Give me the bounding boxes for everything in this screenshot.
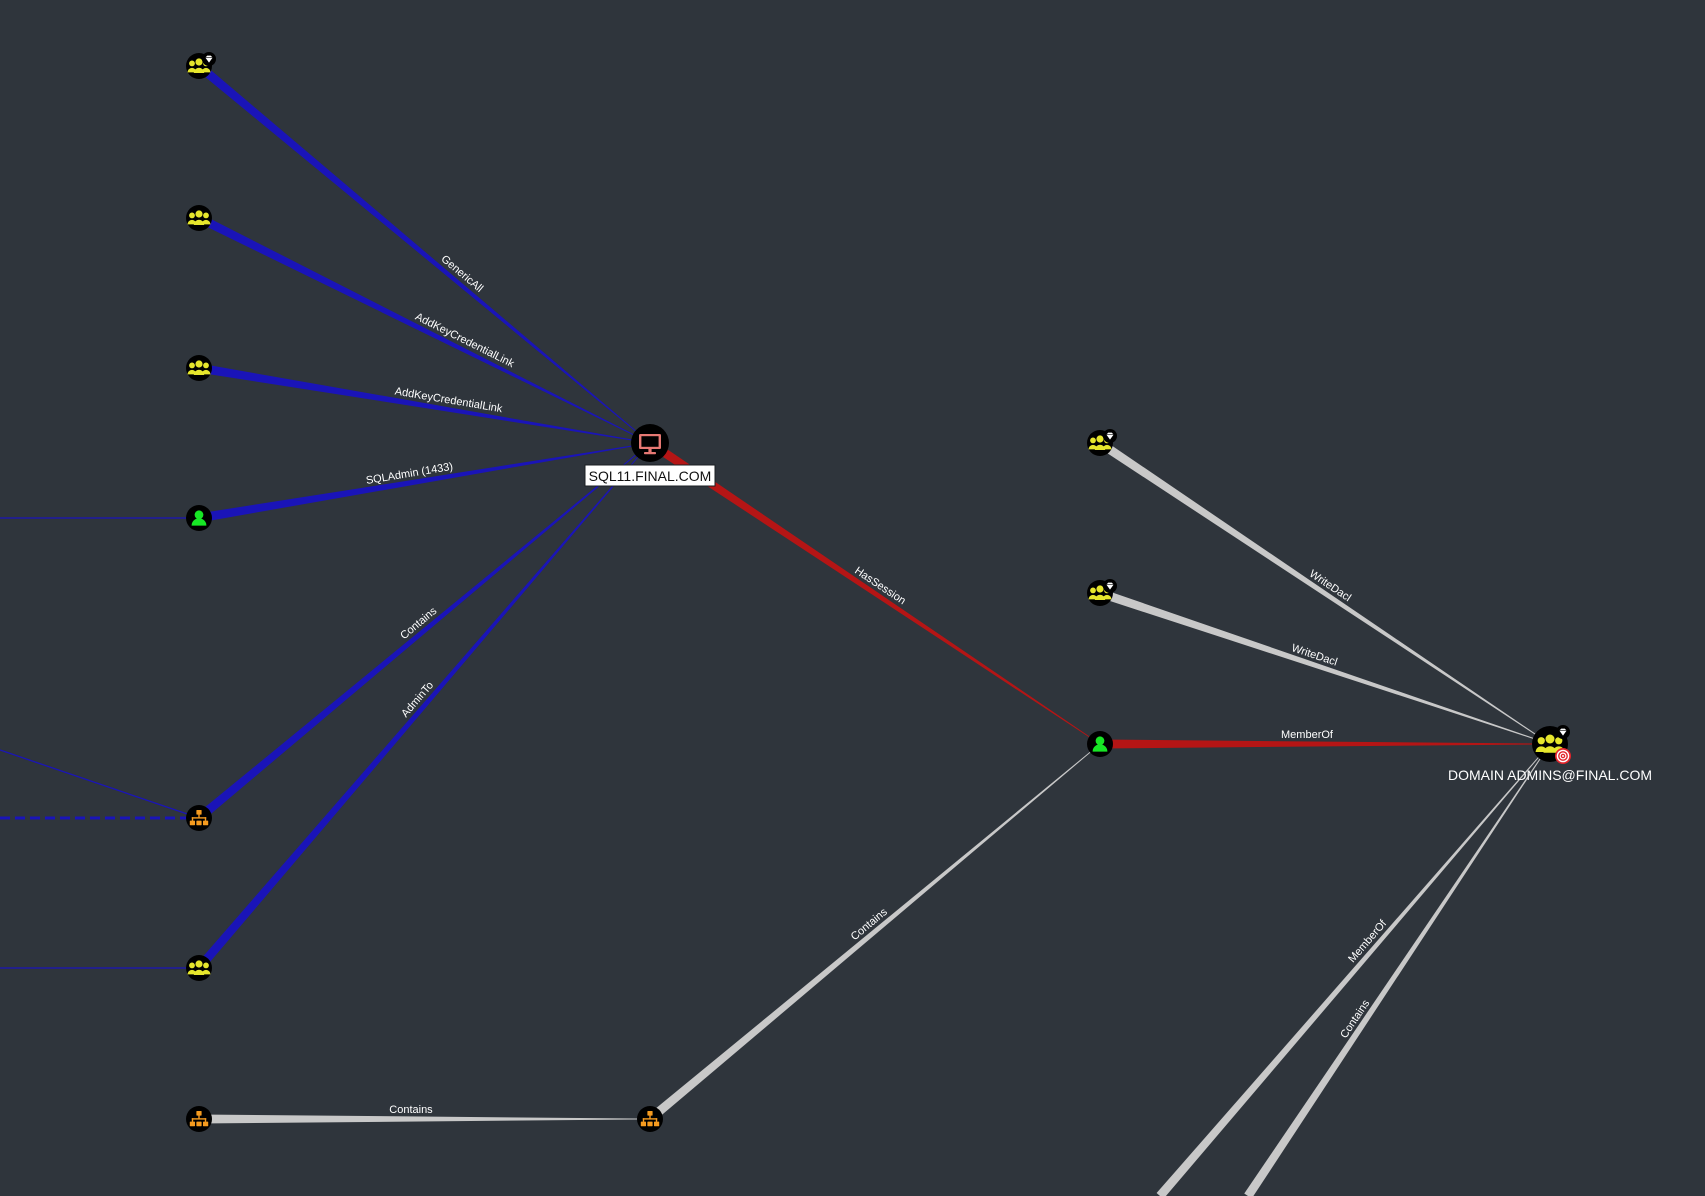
nodes-layer: [186, 51, 1572, 1132]
edge-contains[interactable]: Contains: [1244, 743, 1551, 1196]
node-domain-admins[interactable]: [1532, 724, 1572, 765]
diamond-badge-icon: [201, 51, 217, 67]
edge-addkeycredentiallink[interactable]: AddKeyCredentialLink: [198, 363, 651, 444]
node-ou-b[interactable]: [186, 1106, 212, 1132]
edge-memberof[interactable]: MemberOf: [1100, 729, 1550, 749]
domain-admins-label[interactable]: DOMAIN ADMINS@FINAL.COM: [1448, 767, 1652, 783]
edge-label: MemberOf: [1281, 729, 1334, 741]
node-group-d[interactable]: [186, 955, 212, 981]
diamond-badge-icon: [1102, 578, 1118, 594]
edge-line: [1244, 743, 1551, 1196]
edge-line: [198, 363, 651, 444]
edge-contains[interactable]: Contains: [196, 442, 651, 822]
edge-writedacl[interactable]: WriteDacl: [1097, 439, 1551, 745]
edge-line: [196, 442, 651, 822]
node-sql11[interactable]: [631, 424, 669, 462]
node-ou-c[interactable]: [637, 1106, 663, 1132]
sql11-label-text: SQL11.FINAL.COM: [589, 468, 712, 484]
edge-writedacl[interactable]: WriteDacl: [1098, 588, 1551, 745]
edge-adminto[interactable]: AdminTo: [195, 442, 651, 971]
edge-line: [195, 442, 651, 971]
node-user-b[interactable]: [1087, 731, 1113, 757]
node-group-f[interactable]: [1087, 578, 1118, 606]
diamond-badge-icon: [1555, 724, 1571, 740]
edge-sqladmin-1433[interactable]: SQLAdmin (1433): [198, 442, 651, 523]
edge-addkeycredentiallink[interactable]: AddKeyCredentialLink: [196, 213, 651, 444]
edge-line: [199, 1114, 650, 1124]
edge-memberof[interactable]: MemberOf: [1156, 743, 1551, 1196]
sql11-label[interactable]: SQL11.FINAL.COM: [584, 464, 716, 487]
edge-line: [196, 213, 651, 444]
edge-line: [1098, 588, 1551, 745]
edges-layer: GenericAllAddKeyCredentialLinkAddKeyCred…: [0, 62, 1551, 1196]
node-ou-a[interactable]: [186, 805, 212, 831]
edge-line: [1097, 439, 1551, 745]
diamond-badge-icon: [1102, 428, 1118, 444]
node-group-a[interactable]: [186, 51, 217, 79]
target-icon: [1554, 747, 1572, 765]
edge-link[interactable]: [0, 749, 200, 819]
edge-label: Contains: [389, 1104, 433, 1116]
edge-line: [1156, 743, 1551, 1196]
edge-line: [198, 442, 651, 523]
edge-line: [196, 62, 651, 444]
edge-line: [647, 439, 1101, 745]
node-group-e[interactable]: [1087, 428, 1118, 456]
edge-line: [647, 743, 1101, 1123]
edge-contains[interactable]: Contains: [647, 743, 1101, 1123]
edge-contains[interactable]: Contains: [199, 1104, 650, 1124]
edge-line: [0, 749, 200, 819]
edge-line: [1100, 739, 1550, 749]
node-user-a[interactable]: [186, 505, 212, 531]
node-group-c[interactable]: [186, 355, 212, 381]
node-group-b[interactable]: [186, 205, 212, 231]
